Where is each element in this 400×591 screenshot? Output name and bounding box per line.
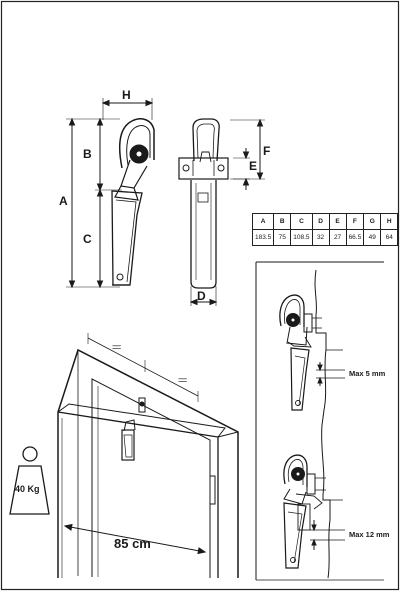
equal-mark-left-b: = bbox=[116, 342, 121, 352]
front-view bbox=[178, 118, 265, 306]
table-cell-d: 32 bbox=[311, 229, 330, 246]
dim-label-e: E bbox=[249, 159, 257, 173]
table-row: 183.5 75 108.5 32 27 66.5 49 64 bbox=[251, 229, 399, 246]
table-cell-c: 108.5 bbox=[290, 229, 313, 246]
table-cell-h: 64 bbox=[380, 229, 399, 246]
dim-label-d: D bbox=[197, 289, 206, 303]
dim-label-h: H bbox=[122, 88, 131, 102]
dim-label-c: C bbox=[83, 232, 92, 246]
table-cell-b: 75 bbox=[273, 229, 292, 246]
table-header-d: D bbox=[311, 213, 330, 230]
weight-icon bbox=[9, 446, 50, 515]
note-max-5mm: Max 5 mm bbox=[349, 369, 386, 378]
side-view bbox=[66, 98, 155, 289]
table-cell-e: 27 bbox=[328, 229, 347, 246]
table-cell-a: 183.5 bbox=[251, 229, 275, 246]
table-header-a: A bbox=[251, 213, 275, 230]
weight-label: 40 Kg bbox=[15, 484, 40, 494]
equal-mark-left: = bbox=[112, 342, 117, 352]
body bbox=[111, 190, 143, 286]
door-width-label: 85 cm bbox=[114, 536, 151, 551]
table-header-c: C bbox=[290, 213, 313, 230]
dim-label-b: B bbox=[83, 147, 92, 161]
dim-label-f: F bbox=[263, 144, 270, 158]
table-header-h: H bbox=[380, 213, 399, 230]
note-max-12mm: Max 12 mm bbox=[349, 530, 390, 539]
table-header-g: G bbox=[363, 213, 382, 230]
table-cell-g: 49 bbox=[363, 229, 382, 246]
door-illustration bbox=[57, 333, 239, 578]
flange bbox=[178, 157, 229, 180]
table-header-row: A B C D E F G H bbox=[251, 213, 399, 230]
table-header-b: B bbox=[273, 213, 292, 230]
equal-mark-right: = bbox=[178, 375, 183, 385]
table-header-f: F bbox=[345, 213, 365, 230]
installation-detail bbox=[255, 261, 384, 581]
table-header-e: E bbox=[328, 213, 347, 230]
dim-label-a: A bbox=[59, 194, 68, 208]
table-cell-f: 66.5 bbox=[345, 229, 365, 246]
dimension-table: A B C D E F G H 183.5 75 108.5 32 27 66.… bbox=[251, 213, 399, 246]
equal-mark-right-b: = bbox=[182, 375, 187, 385]
